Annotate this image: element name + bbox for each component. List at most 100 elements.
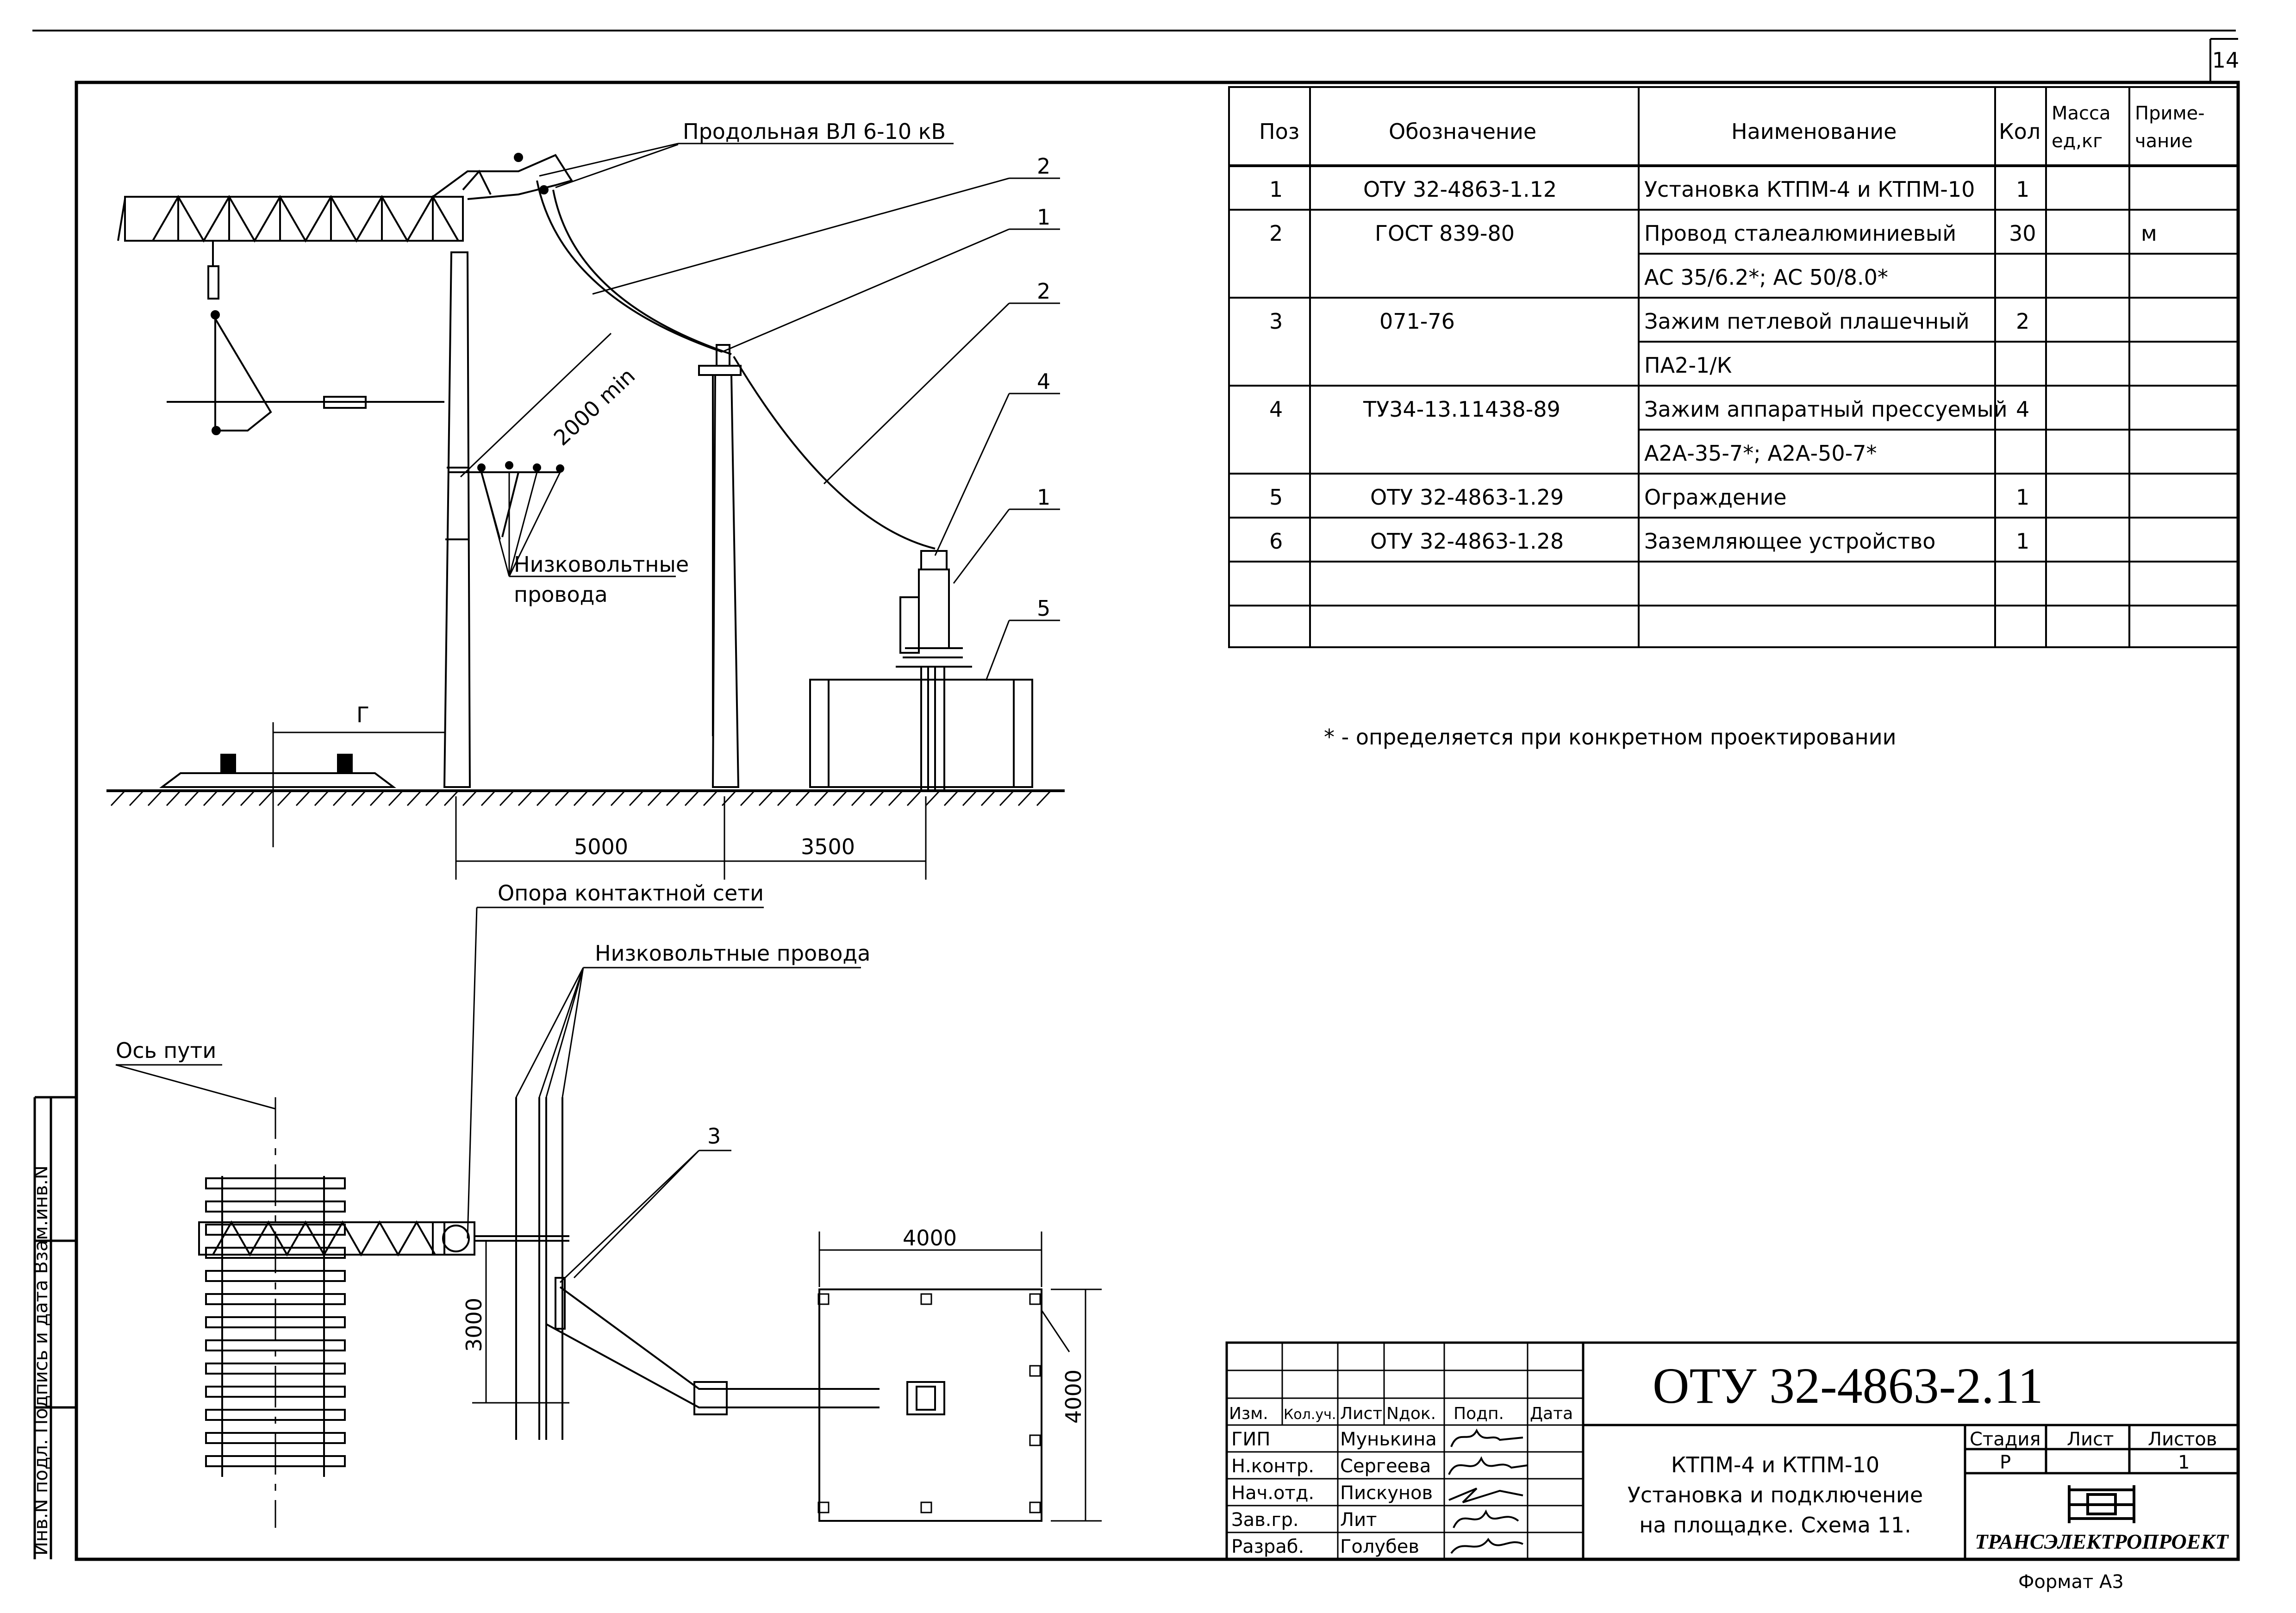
row9-qty: 1 xyxy=(2016,529,2029,554)
row8-designation: ОТУ 32-4863-1.29 xyxy=(1370,485,1564,510)
truss-beam xyxy=(124,196,464,242)
sleepers xyxy=(205,1177,346,1467)
org-name: ТРАНСЭЛЕКТРОПРОЕКТ xyxy=(1975,1530,2229,1553)
name-zavgr: Лит xyxy=(1340,1509,1377,1531)
dim-5000: 5000 xyxy=(574,834,628,859)
signature-razrab xyxy=(1450,1538,1523,1554)
callout-4: 4 xyxy=(1037,369,1050,394)
hv-drop-wire-outer xyxy=(536,180,723,353)
catenary-mast xyxy=(443,251,471,788)
title-block xyxy=(1225,1341,2240,1561)
title-line-3: на площадке. Схема 11. xyxy=(1639,1513,1911,1538)
spec-table-header: Поз Обозначение Наименование Кол Масса е… xyxy=(1259,103,2205,152)
row7-name: А2А-35-7*; А2А-50-7* xyxy=(1644,441,1877,466)
plan-truss xyxy=(198,1221,445,1256)
label-lv-wires-2: провода xyxy=(514,582,608,607)
row1-name: Установка КТПМ-4 и КТПМ-10 xyxy=(1644,177,1975,202)
row9-name: Заземляющее устройство xyxy=(1644,529,1935,554)
side-stamp-strip xyxy=(33,1096,76,1559)
name-razrab: Голубев xyxy=(1340,1536,1419,1557)
sheets-label: Листов xyxy=(2148,1429,2217,1450)
header-name: Наименование xyxy=(1731,119,1897,144)
hv-drop-wire-inner xyxy=(552,189,732,355)
row3-name: АС 35/6.2*; АС 50/8.0* xyxy=(1644,265,1888,290)
name-gip: Мунькина xyxy=(1340,1429,1437,1450)
plan-fence xyxy=(818,1288,1042,1522)
title-line-1: КТПМ-4 и КТПМ-10 xyxy=(1671,1452,1879,1477)
role-nkontr: Н.контр. xyxy=(1231,1456,1314,1477)
sheet-frame xyxy=(32,30,2240,1561)
label-track-axis: Ось пути xyxy=(116,1038,216,1063)
callout-2b: 2 xyxy=(1037,279,1050,304)
row2-name: Провод сталеалюминиевый xyxy=(1644,221,1956,246)
col-ndok: Nдок. xyxy=(1386,1404,1436,1423)
hv-bracket xyxy=(432,154,574,200)
header-note: Приме- xyxy=(2135,103,2205,124)
role-razrab: Разраб. xyxy=(1231,1536,1304,1557)
row8-name: Ограждение xyxy=(1644,485,1787,510)
row2-note: м xyxy=(2141,221,2157,246)
row9-designation: ОТУ 32-4863-1.28 xyxy=(1370,529,1564,554)
row2-qty: 30 xyxy=(2009,221,2036,246)
insulator xyxy=(207,265,219,300)
spec-table-body: 1 ОТУ 32-4863-1.12 Установка КТПМ-4 и КТ… xyxy=(1269,177,2157,554)
row6-name: Зажим аппаратный прессуемый xyxy=(1644,397,2008,422)
plan-clamp xyxy=(693,1381,728,1415)
header-designation: Обозначение xyxy=(1389,119,1536,144)
signature-zavgr xyxy=(1453,1509,1519,1528)
dim-4000-vertical: 4000 xyxy=(1061,1369,1086,1424)
dim-2000-min: 2000 min xyxy=(549,363,640,450)
row2-designation: ГОСТ 839-80 xyxy=(1375,221,1515,246)
fence xyxy=(809,679,1033,788)
spec-table xyxy=(1228,86,2239,648)
title-line-2: Установка и подключение xyxy=(1628,1482,1923,1507)
role-gip: ГИП xyxy=(1231,1429,1270,1450)
callout-2a: 2 xyxy=(1037,154,1050,179)
row6-designation: ТУ34-13.11438-89 xyxy=(1363,397,1560,422)
plan-view xyxy=(115,907,1102,1528)
sheets-value: 1 xyxy=(2178,1452,2190,1473)
truss-verticals xyxy=(177,197,434,241)
col-izm: Изм. xyxy=(1229,1404,1268,1423)
side-stamp-text: Инв.N подл. Подпись и дата Взам.инв.N xyxy=(31,1165,52,1556)
cantilever-arm xyxy=(212,314,272,431)
row1-qty: 1 xyxy=(2016,177,2029,202)
header-pos: Поз xyxy=(1259,119,1299,144)
substation-pole xyxy=(711,374,740,788)
label-overhead-line: Продольная ВЛ 6-10 кВ xyxy=(683,119,946,144)
col-data: Дата xyxy=(1530,1404,1573,1423)
role-nachotd: Нач.отд. xyxy=(1231,1482,1314,1504)
header-mass: Масса xyxy=(2052,103,2111,124)
dim-3000: 3000 xyxy=(462,1298,487,1352)
plan-wire-lower xyxy=(546,1323,880,1408)
signature-nkontr xyxy=(1448,1456,1528,1475)
transformer-tank xyxy=(918,569,950,649)
callout-1a: 1 xyxy=(1037,205,1050,230)
rail-right xyxy=(337,754,353,774)
name-nachotd: Пискунов xyxy=(1340,1482,1433,1504)
header-note-2: чание xyxy=(2135,131,2193,152)
row1-designation: ОТУ 32-4863-1.12 xyxy=(1363,177,1557,202)
row4-pos: 3 xyxy=(1269,309,1283,334)
rail-ballast xyxy=(159,772,396,788)
stage-label: Стадия xyxy=(1970,1429,2040,1450)
footnote: * - определяется при конкретном проектир… xyxy=(1324,725,1897,750)
name-nkontr: Сергеева xyxy=(1340,1456,1431,1477)
truss-diagonals xyxy=(152,195,459,243)
title-block-text: ОТУ 32-4863-2.11 Изм. Кол.уч. Лист Nдок.… xyxy=(1229,1357,2217,1557)
row6-pos: 4 xyxy=(1269,397,1283,422)
signature-nachotd xyxy=(1448,1488,1523,1503)
elevation-view xyxy=(106,143,1065,880)
plan-labels: Опора контактной сети Низковольтные пров… xyxy=(116,881,1086,1424)
header-qty: Кол xyxy=(1999,119,2040,144)
callout-3: 3 xyxy=(707,1124,721,1149)
row9-pos: 6 xyxy=(1269,529,1283,554)
row5-name: ПА2-1/К xyxy=(1644,353,1732,378)
row8-qty: 1 xyxy=(2016,485,2029,510)
header-mass-unit: ед,кг xyxy=(2052,131,2103,152)
transformer-drop-wire xyxy=(733,356,936,550)
org-logo xyxy=(2068,1485,2135,1523)
plan-mast xyxy=(442,1225,470,1252)
rail-left xyxy=(220,754,236,774)
